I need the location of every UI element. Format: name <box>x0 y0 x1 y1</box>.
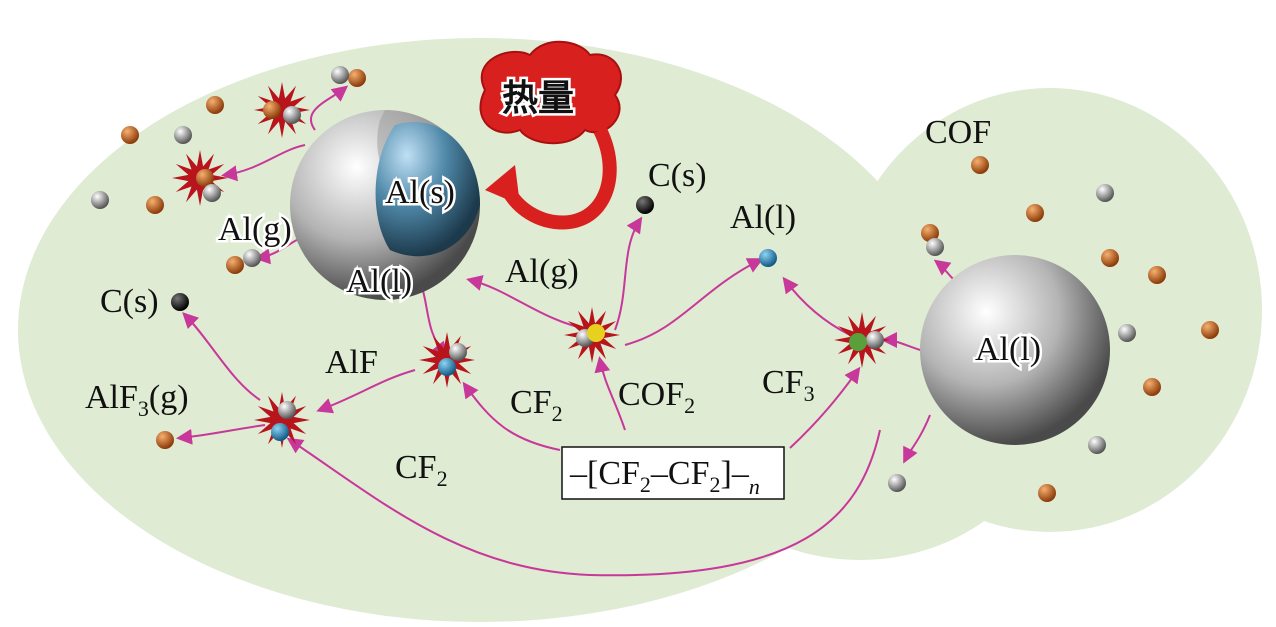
orange-particle <box>1101 249 1119 267</box>
orange-particle <box>226 256 244 274</box>
right-al-droplet: Al(l) <box>920 255 1110 445</box>
orange-particle <box>156 431 174 449</box>
label-al-l-shell: Al(l) <box>346 263 412 300</box>
orange-particle <box>1038 484 1056 502</box>
label-cf2-a: CF2 <box>510 384 563 426</box>
explosion-icon <box>254 82 310 138</box>
green-particle <box>849 333 867 351</box>
grey-particle <box>449 343 467 361</box>
label-alf3: AlF3(g) <box>85 379 189 421</box>
label-al-s: Al(s) <box>385 174 455 211</box>
orange-particle <box>971 156 989 174</box>
heat-label: 热量 <box>502 78 574 118</box>
grey-particle <box>283 106 301 124</box>
orange-particle <box>146 196 164 214</box>
label-al-g-left: Al(g) <box>218 211 292 248</box>
orange-particle <box>348 69 366 87</box>
orange-particle <box>1201 321 1219 339</box>
label-cof: COF <box>925 114 991 151</box>
grey-particle <box>888 474 906 492</box>
carbon-particle <box>171 293 189 311</box>
ptfe-formula: –[CF2–CF2]–n <box>569 455 760 499</box>
grey-particle <box>91 191 109 209</box>
yellow-particle <box>587 324 605 342</box>
grey-particle <box>331 66 349 84</box>
label-cof2: COF2 <box>618 376 695 418</box>
blue-particle <box>271 423 289 441</box>
grey-particle <box>278 401 296 419</box>
orange-particle <box>1026 204 1044 222</box>
label-al-g-center: Al(g) <box>505 253 579 290</box>
ptfe-formula-box: –[CF2–CF2]–n <box>561 446 785 500</box>
grey-particle <box>1088 436 1106 454</box>
orange-particle <box>1148 266 1166 284</box>
grey-particle <box>243 249 261 267</box>
grey-particle <box>1118 324 1136 342</box>
label-al-l-right: Al(l) <box>975 331 1041 368</box>
orange-particle <box>196 169 214 187</box>
orange-particle <box>263 101 281 119</box>
orange-particle <box>121 126 139 144</box>
orange-particle <box>1143 378 1161 396</box>
label-c-s-left: C(s) <box>100 283 159 320</box>
heat-cloud: 热量 <box>479 40 622 230</box>
al-solid-core <box>375 121 480 257</box>
grey-particle <box>866 331 884 349</box>
particles <box>91 66 1219 502</box>
grey-particle <box>203 184 221 202</box>
explosion-icon <box>254 392 310 448</box>
label-cf3: CF3 <box>762 364 815 406</box>
orange-particle <box>206 96 224 114</box>
grey-particle <box>174 126 192 144</box>
orange-particle <box>921 224 939 242</box>
blue-particle <box>759 249 777 267</box>
grey-particle <box>926 238 944 256</box>
label-cf2-b: CF2 <box>395 449 448 491</box>
label-c-s-top: C(s) <box>648 157 707 194</box>
labels: Al(g) Al(l) Al(g) C(s) Al(l) COF C(s) Al… <box>85 114 991 491</box>
blue-particle <box>438 358 456 376</box>
left-al-particle: Al(s) <box>290 110 480 300</box>
grey-particle <box>1096 184 1114 202</box>
label-alf: AlF <box>325 344 378 381</box>
label-al-l-top: Al(l) <box>730 199 796 236</box>
carbon-particle <box>636 196 654 214</box>
